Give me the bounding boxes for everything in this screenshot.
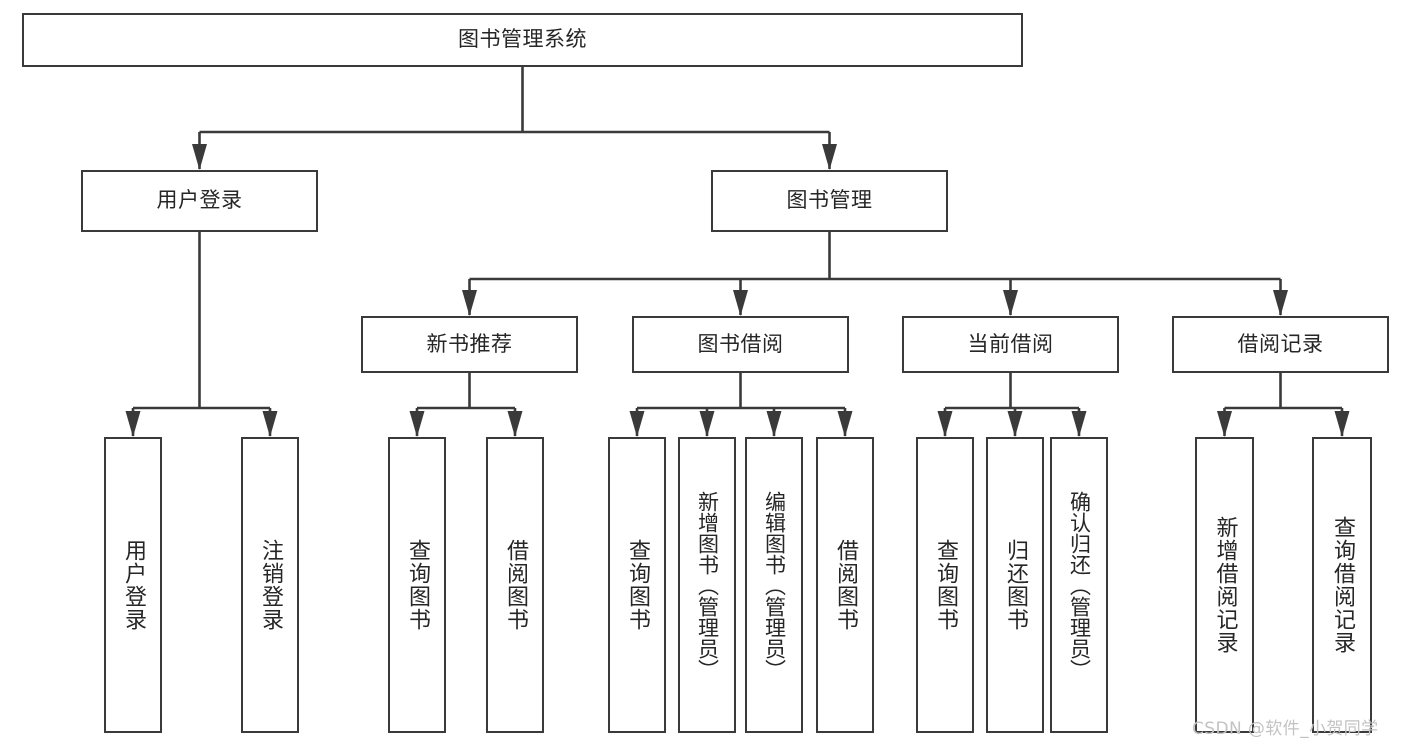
node-l_r_add: 新增借阅记录 [1195,437,1254,733]
node-current: 当前借阅 [902,316,1119,373]
node-label-l_login: 用户登录 [120,539,146,631]
node-l_b_add: 新增图书（管理员） [678,437,736,733]
watermark-label: CSDN @软件_小贺同学 [1192,719,1379,739]
node-borrow: 图书借阅 [632,316,849,373]
node-l_login: 用户登录 [104,437,162,733]
edge-arrowhead [937,411,953,437]
node-label-l_c_query: 查询图书 [932,539,958,631]
edge-arrowhead [1217,411,1232,437]
edge-arrowhead [629,411,645,437]
node-l_b_query: 查询图书 [608,437,666,733]
node-l_c_query: 查询图书 [916,437,974,733]
node-label-l_logout: 注销登录 [257,539,283,631]
node-l_nb_query: 查询图书 [388,437,446,733]
node-label-root: 图书管理系统 [458,27,587,52]
node-label-bookmgmt: 图书管理 [786,188,873,213]
node-label-l_c_return: 归还图书 [1002,539,1028,631]
node-label-current: 当前借阅 [967,331,1054,356]
edge-arrowhead [1071,411,1087,437]
node-l_nb_borrow: 借阅图书 [486,437,544,733]
node-label-login: 用户登录 [156,188,243,213]
node-l_logout: 注销登录 [241,437,299,733]
edge-arrowhead [192,144,207,170]
node-l_r_query: 查询借阅记录 [1312,437,1372,733]
node-label-records: 借阅记录 [1237,331,1324,356]
node-login: 用户登录 [81,170,318,232]
edge-arrowhead [462,290,477,316]
node-label-l_b_borrow: 借阅图书 [832,539,858,631]
node-l_c_confirm: 确认归还（管理员） [1050,437,1108,733]
edge-arrowhead [733,290,748,316]
node-l_c_return: 归还图书 [986,437,1044,733]
node-label-l_r_query: 查询借阅记录 [1329,516,1355,654]
node-root: 图书管理系统 [22,13,1023,67]
node-label-l_c_confirm: 确认归还（管理员） [1067,490,1092,680]
edge-arrowhead [125,411,141,437]
node-label-l_b_query: 查询图书 [624,539,650,631]
edge-arrowhead [507,411,523,437]
node-records: 借阅记录 [1172,316,1389,373]
node-label-newbook: 新书推荐 [426,331,513,356]
node-label-l_b_edit: 编辑图书（管理员） [762,490,787,680]
node-label-l_nb_borrow: 借阅图书 [502,539,528,631]
node-newbook: 新书推荐 [361,316,578,373]
edge-arrowhead [409,411,425,437]
node-label-l_nb_query: 查询图书 [404,539,430,631]
node-label-l_b_add: 新增图书（管理员） [695,490,720,680]
edge-arrowhead [1334,411,1350,437]
node-label-l_r_add: 新增借阅记录 [1212,516,1238,654]
edge-arrowhead [766,411,782,437]
edge-arrowhead [1273,290,1288,316]
edge-arrowhead [262,411,278,437]
node-l_b_edit: 编辑图书（管理员） [745,437,803,733]
edge-arrowhead [822,144,837,170]
edge-arrowhead [1003,290,1018,316]
edge-arrowhead [699,411,715,437]
node-l_b_borrow: 借阅图书 [816,437,874,733]
node-bookmgmt: 图书管理 [711,170,948,232]
node-label-borrow: 图书借阅 [697,331,784,356]
edge-arrowhead [837,411,853,437]
edge-arrowhead [1007,411,1023,437]
